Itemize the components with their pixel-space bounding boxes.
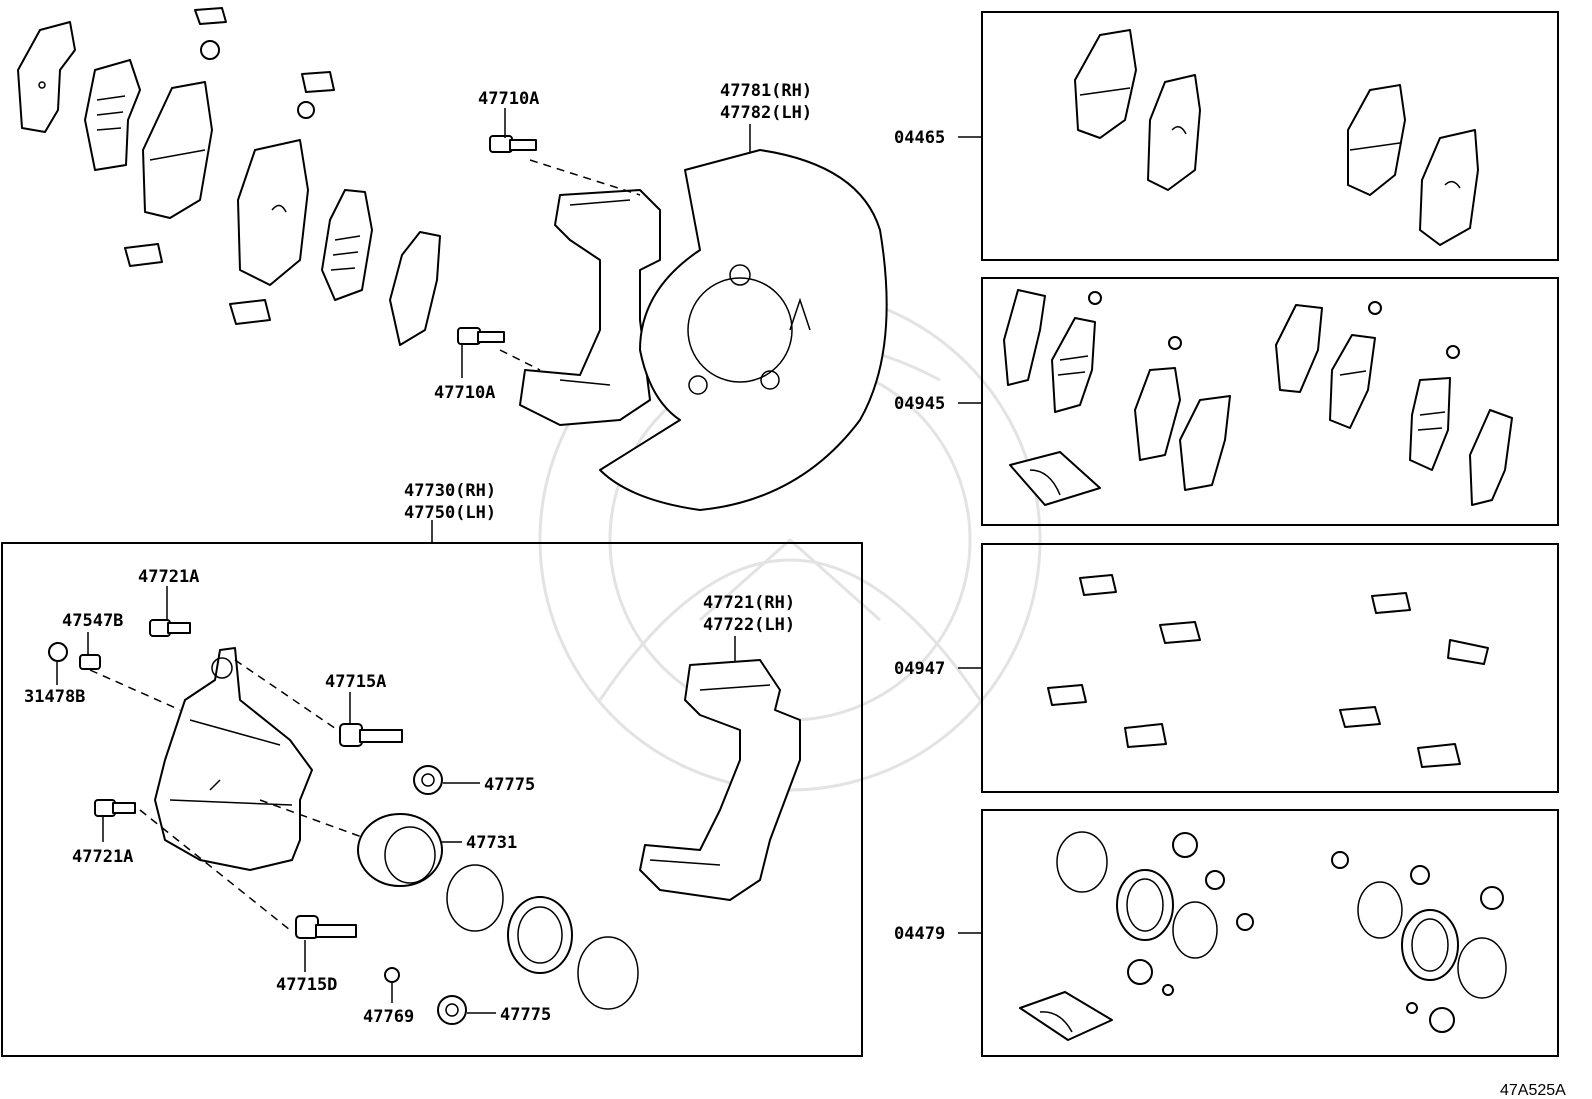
pin-47715A: [339, 723, 403, 747]
label-47715A: 47715A: [325, 672, 386, 692]
label-kit-04479: 04479: [894, 924, 945, 944]
bolt-47721A-bottom: [94, 799, 136, 817]
kit-04465-pads: [1074, 29, 1479, 246]
pin-47715D: [295, 915, 357, 939]
label-47730: 47730(RH): [404, 481, 496, 501]
label-47722: 47722(LH): [703, 615, 795, 635]
caliper-mounting-47721: [639, 659, 801, 901]
cap-31478B: [48, 642, 68, 662]
label-47710A-top: 47710A: [478, 89, 539, 109]
label-47721: 47721(RH): [703, 593, 795, 613]
label-kit-04945: 04945: [894, 394, 945, 414]
kit-box-04947: [981, 543, 1559, 793]
bolt-47710A-top: [489, 135, 537, 153]
label-47721A-top: 47721A: [138, 567, 199, 587]
bleeder-47547B: [79, 654, 101, 670]
label-47721A-bottom: 47721A: [72, 847, 133, 867]
cap-47769: [384, 967, 400, 983]
label-47715D: 47715D: [276, 975, 337, 995]
kit-box-04465: [981, 11, 1559, 261]
label-47775-bottom: 47775: [500, 1005, 551, 1025]
boot-47775-top: [413, 765, 443, 795]
label-47750: 47750(LH): [404, 503, 496, 523]
diagram-reference-code: 47A525A: [1500, 1082, 1566, 1099]
label-31478B: 31478B: [24, 687, 85, 707]
piston-47731: [357, 813, 443, 887]
label-47782: 47782(LH): [720, 103, 812, 123]
kit-04479-seals: [1019, 831, 1507, 1041]
kit-04945-shims: [1003, 289, 1513, 506]
bolt-47721A-top: [149, 619, 191, 637]
label-47775-top: 47775: [484, 775, 535, 795]
part-labels: 47710A 47710A 47781(RH) 47782(LH) 47730(…: [24, 81, 812, 1027]
cylinder-seal-ring: [577, 936, 639, 1010]
piston-boot: [507, 896, 573, 974]
kit-04947-clips: [1047, 574, 1489, 768]
caliper-mounting-bracket: [499, 159, 661, 426]
label-47710A-bottom: 47710A: [434, 383, 495, 403]
label-47731: 47731: [466, 833, 517, 853]
label-kit-04465: 04465: [894, 128, 945, 148]
label-kit-04947: 04947: [894, 659, 945, 679]
piston-seal: [446, 864, 504, 932]
disc-brake-dust-cover: [599, 149, 888, 511]
loose-pads-group: [17, 7, 441, 346]
kit-box-04945: [981, 277, 1559, 526]
cylinder-body: [89, 647, 371, 931]
label-47547B: 47547B: [62, 611, 123, 631]
bolt-47710A-bottom: [457, 327, 505, 345]
boot-47775-bottom: [437, 995, 467, 1025]
label-47769: 47769: [363, 1007, 414, 1027]
label-47781: 47781(RH): [720, 81, 812, 101]
